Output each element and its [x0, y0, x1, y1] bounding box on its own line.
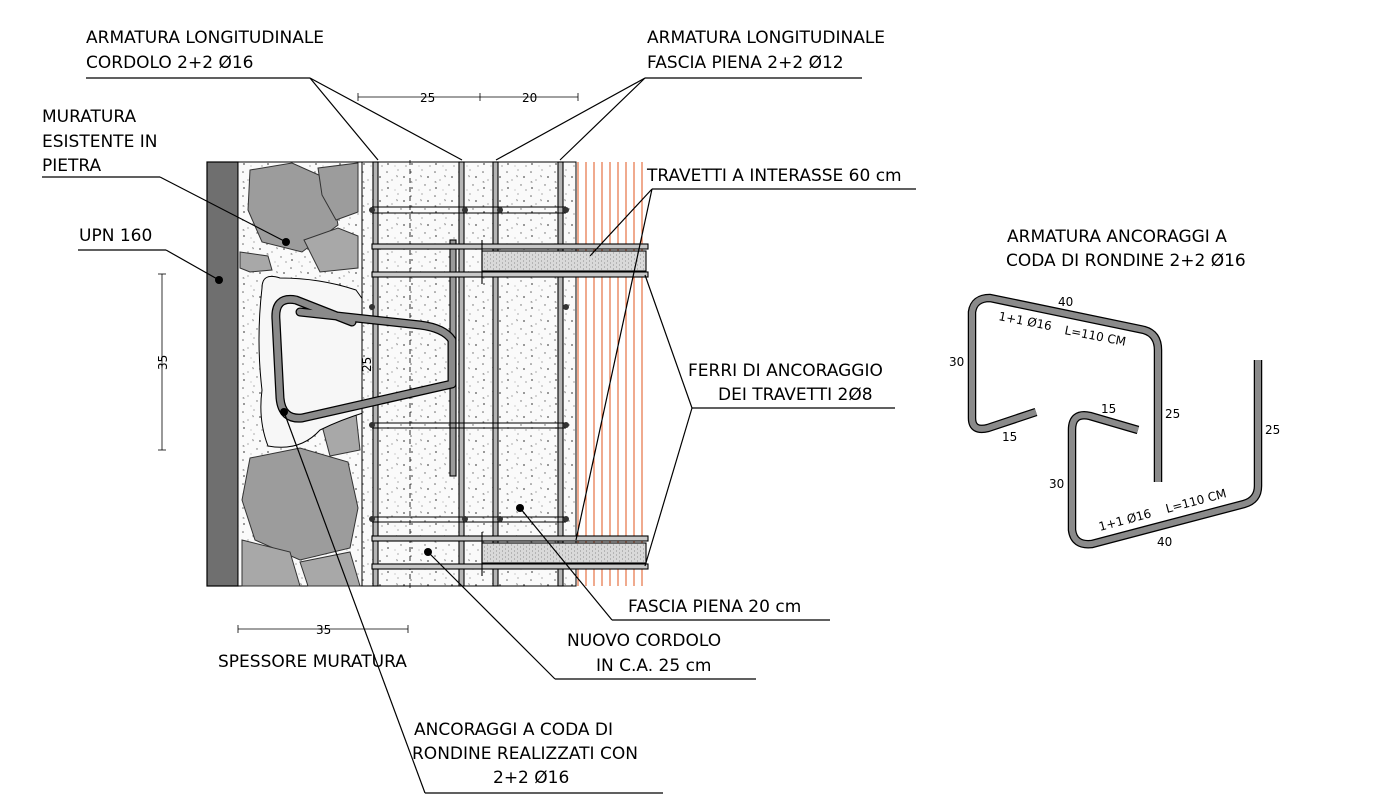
- bar-a-right: 25: [1165, 407, 1180, 421]
- label-long-cordolo-1: ARMATURA LONGITUDINALE: [86, 28, 324, 48]
- label-ferri-1: FERRI DI ANCORAGGIO: [688, 361, 883, 381]
- dim-top-right: 20: [522, 91, 537, 105]
- label-travetti: TRAVETTI A INTERASSE 60 cm: [646, 166, 902, 186]
- bar-b-right: 25: [1265, 423, 1280, 437]
- dim-vertical-left: 35: [156, 355, 170, 370]
- label-ancoraggi-1: ANCORAGGI A CODA DI: [414, 720, 613, 740]
- detail-title-1: ARMATURA ANCORAGGI A: [1007, 227, 1227, 247]
- label-muratura-2: ESISTENTE IN: [42, 132, 157, 152]
- leader-lines: [42, 77, 916, 794]
- upn-plate: [206, 161, 239, 587]
- label-fascia: FASCIA PIENA 20 cm: [628, 597, 801, 617]
- label-cordolo-1: NUOVO CORDOLO: [567, 631, 721, 651]
- bar-b-left: 30: [1049, 477, 1064, 491]
- cordolo-concrete: [361, 161, 499, 587]
- dim-inner-vertical: 25: [360, 357, 374, 372]
- dimension-lines: [158, 93, 579, 633]
- bar-a-top: 40: [1058, 295, 1073, 309]
- label-spessore: SPESSORE MURATURA: [218, 652, 407, 672]
- label-cordolo-2: IN C.A. 25 cm: [596, 656, 712, 676]
- timber-joists: [577, 162, 643, 586]
- bar-a-hook: 15: [1002, 430, 1017, 444]
- label-ancoraggi-3: 2+2 Ø16: [493, 768, 569, 788]
- dovetail-anchor-section: [271, 294, 457, 423]
- bar-b-top: 15: [1101, 402, 1116, 416]
- bar-b-shape: [1067, 360, 1263, 549]
- label-long-fascia-1: ARMATURA LONGITUDINALE: [647, 28, 885, 48]
- rebar-section-dots: [369, 207, 569, 522]
- bar-a-left: 30: [949, 355, 964, 369]
- bar-b-bottom: 40: [1157, 535, 1172, 549]
- dim-bottom: 35: [316, 623, 331, 637]
- dim-top-left: 25: [420, 91, 435, 105]
- label-muratura-1: MURATURA: [42, 107, 136, 127]
- label-long-fascia-2: FASCIA PIENA 2+2 Ø12: [647, 53, 844, 73]
- label-upn: UPN 160: [79, 226, 152, 246]
- detail-title-2: CODA DI RONDINE 2+2 Ø16: [1006, 251, 1246, 271]
- joist-anchor-bars: [371, 240, 649, 576]
- label-ancoraggi-2: RONDINE REALIZZATI CON: [412, 744, 638, 764]
- label-long-cordolo-2: CORDOLO 2+2 Ø16: [86, 53, 253, 73]
- label-muratura-3: PIETRA: [42, 156, 102, 176]
- label-ferri-2: DEI TRAVETTI 2Ø8: [718, 385, 873, 405]
- horizontal-bars: [372, 206, 566, 523]
- bar-a-shape: [967, 293, 1163, 482]
